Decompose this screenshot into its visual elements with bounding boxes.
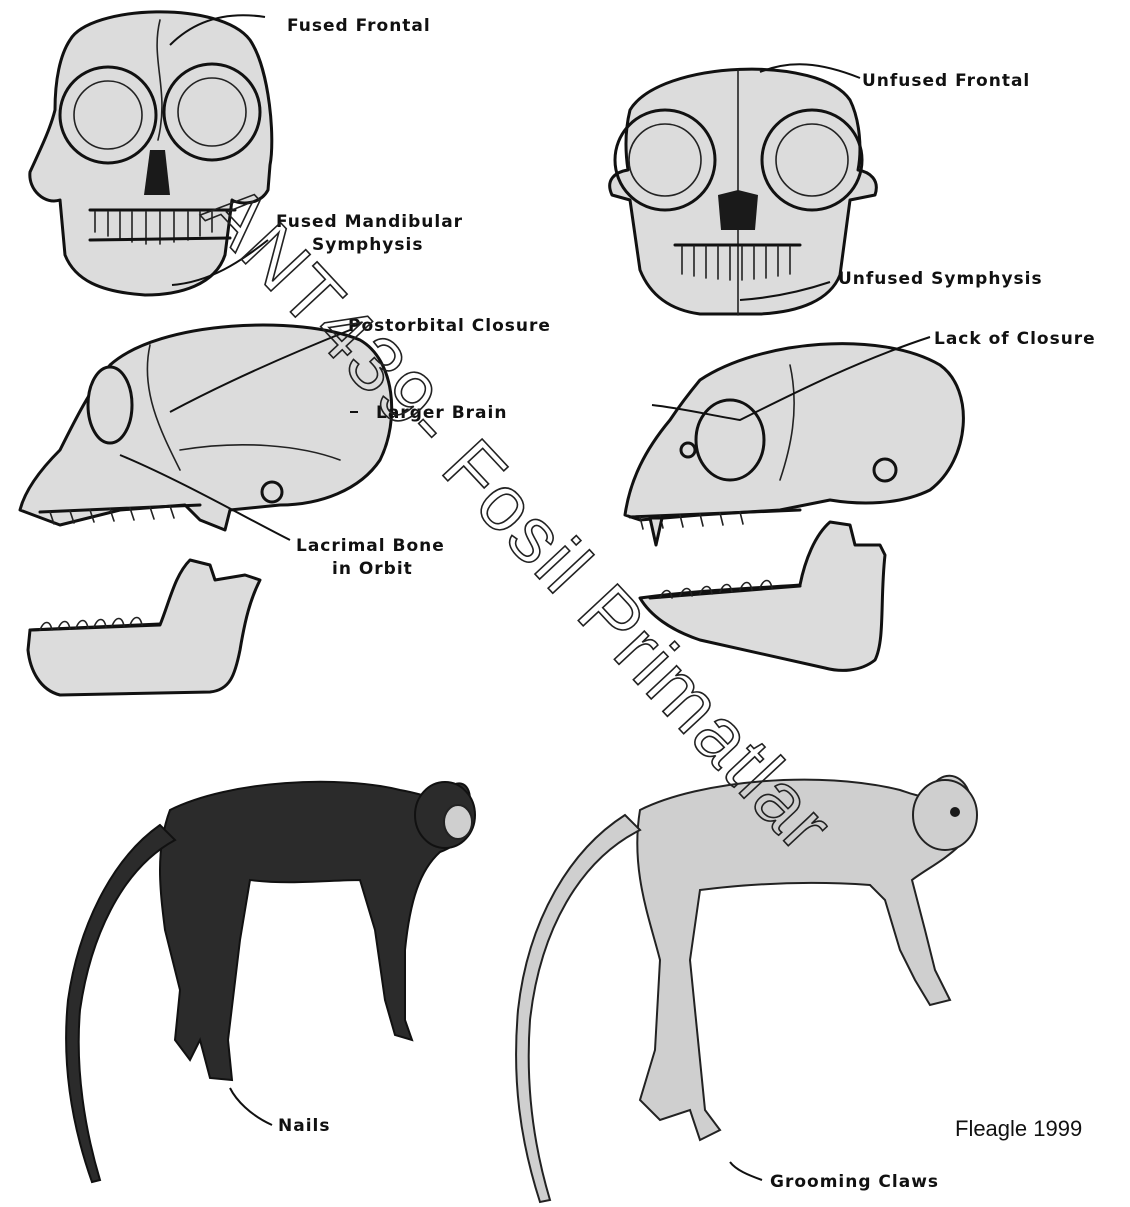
label-fused-frontal: Fused Frontal bbox=[287, 16, 431, 36]
label-lack-of-closure: Lack of Closure bbox=[934, 329, 1096, 349]
label-unfused-symphysis: Unfused Symphysis bbox=[838, 269, 1043, 289]
right-animal-drawing bbox=[516, 776, 977, 1202]
label-lacrimal-line-2: in Orbit bbox=[332, 559, 413, 579]
right-skull-side-drawing bbox=[625, 344, 963, 545]
left-animal-drawing bbox=[66, 782, 475, 1182]
left-mandible-drawing bbox=[28, 560, 260, 695]
right-skull-front-drawing bbox=[610, 69, 877, 315]
label-grooming-claws: Grooming Claws bbox=[770, 1172, 939, 1192]
label-unfused-frontal: Unfused Frontal bbox=[862, 71, 1030, 91]
label-nails: Nails bbox=[278, 1116, 330, 1136]
label-lacrimal-line-1: Lacrimal Bone bbox=[296, 536, 445, 556]
figure-caption: Fleagle 1999 bbox=[955, 1116, 1082, 1141]
